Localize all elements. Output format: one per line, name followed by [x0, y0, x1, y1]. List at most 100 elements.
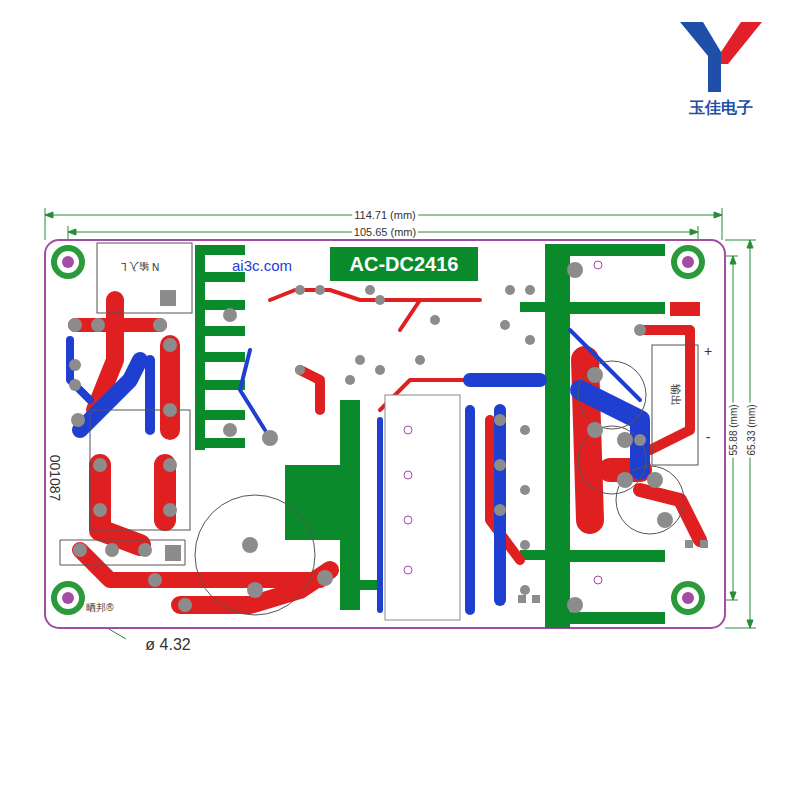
pin-hole: [404, 471, 412, 479]
brand-mark: 晒邦®: [84, 602, 115, 613]
heatsink: [520, 302, 545, 312]
solder-pad: [375, 295, 385, 305]
solder-pad: [242, 537, 258, 553]
copper-trace-blue: [145, 360, 155, 430]
heatsink: [195, 352, 245, 362]
output-connector: [652, 345, 698, 465]
copper-trace-red: [640, 490, 700, 540]
pin-hole: [404, 261, 602, 584]
title-box: AC-DC2416: [330, 247, 478, 281]
solder-pad: [68, 318, 82, 332]
copper-trace-blue: [580, 390, 640, 470]
solder-pad: [138, 543, 152, 557]
board-outline: [45, 240, 725, 628]
solder-pad: [685, 540, 693, 548]
dimension-line: [722, 208, 723, 240]
solder-pad: [587, 422, 603, 438]
heatsink: [195, 438, 245, 448]
brand-logo: [680, 22, 721, 92]
solder-pad: [415, 355, 425, 365]
heatsink: [355, 580, 380, 590]
copper-trace-red: [154, 465, 176, 520]
pin-hole: [404, 426, 412, 434]
dimension-line: [68, 229, 76, 235]
solder-pad: [69, 359, 81, 371]
dimension-line: [747, 620, 753, 628]
dimension-line: [690, 229, 698, 235]
solder-pad: [262, 430, 278, 446]
solder-pad: [247, 582, 263, 598]
copper-trace-red: [180, 570, 330, 605]
brand-logo: [721, 22, 762, 64]
dimension-line: [714, 212, 722, 218]
component-outline: [60, 243, 684, 615]
heatsink: [570, 244, 665, 256]
component-outline: [97, 243, 192, 313]
solder-pad: [525, 285, 535, 295]
brand-name: 玉佳电子: [687, 99, 755, 117]
heatsink: [570, 612, 665, 624]
heatsink: [195, 300, 245, 310]
dimension-label: 55.88 (mm): [728, 402, 739, 457]
solder-pad: [700, 540, 708, 548]
heatsink: [195, 410, 245, 420]
copper-trace-blue: [470, 373, 540, 387]
dimension-line: [725, 628, 756, 629]
solder-pad: [525, 335, 535, 345]
pin-hole: [404, 566, 412, 574]
mounting-hole: [51, 245, 705, 615]
copper-trace-red: [100, 465, 140, 545]
heatsink: [570, 550, 665, 562]
copper-trace-blue: [80, 360, 140, 430]
dimension-line: [45, 208, 756, 639]
copper-trace-red: [300, 370, 320, 410]
mounting-hole: [62, 256, 74, 268]
pin-hole: [404, 516, 412, 524]
mounting-hole: [682, 592, 694, 604]
heatsink: [195, 244, 665, 628]
solder-pad: [494, 504, 506, 516]
solder-pad: [647, 472, 663, 488]
dimension-label: 105.65 (mm): [352, 226, 418, 238]
solder-pad: [295, 285, 305, 295]
solder-pad: [315, 285, 325, 295]
component-outline: [578, 426, 646, 494]
component-outline: [60, 540, 185, 565]
solder-pad: [165, 545, 181, 561]
solder-pad: [532, 595, 540, 603]
solder-pad: [163, 503, 177, 517]
copper-trace-blue: [494, 410, 506, 600]
solder-pad: [494, 414, 506, 426]
mounting-hole: [57, 251, 79, 273]
solder-pad: [71, 413, 85, 427]
solder-pad: [178, 598, 192, 612]
silkscreen-url: ai3c.com: [230, 258, 294, 275]
solder-pad: [634, 434, 646, 446]
pin-hole: [594, 261, 602, 269]
solder-pad: [91, 318, 105, 332]
mounting-hole: [671, 581, 705, 615]
mounting-hole: [57, 587, 79, 609]
solder-pad: [163, 403, 177, 417]
solder-pad: [345, 375, 355, 385]
mounting-hole: [51, 581, 85, 615]
copper-trace-blue: [465, 410, 475, 610]
solder-pad: [518, 595, 526, 603]
solder-pad: [634, 324, 646, 336]
solder-pad: [520, 485, 530, 495]
solder-pad: [657, 512, 673, 528]
copper-trace-blue: [70, 330, 640, 610]
dimension-line: [747, 240, 753, 248]
mounting-hole: [682, 256, 694, 268]
solder-pad: [153, 318, 167, 332]
dimension-line: [725, 240, 756, 241]
copper-trace-blue: [70, 340, 90, 400]
solder-pad: [670, 302, 700, 316]
solder-pad: [93, 458, 107, 472]
solder-pad: [520, 585, 530, 595]
dimension-label: 65.33 (mm): [746, 402, 757, 457]
heatsink: [195, 380, 245, 390]
solder-pad: [430, 315, 440, 325]
component-outline: [578, 361, 646, 429]
output-label: 输出: [670, 382, 682, 408]
